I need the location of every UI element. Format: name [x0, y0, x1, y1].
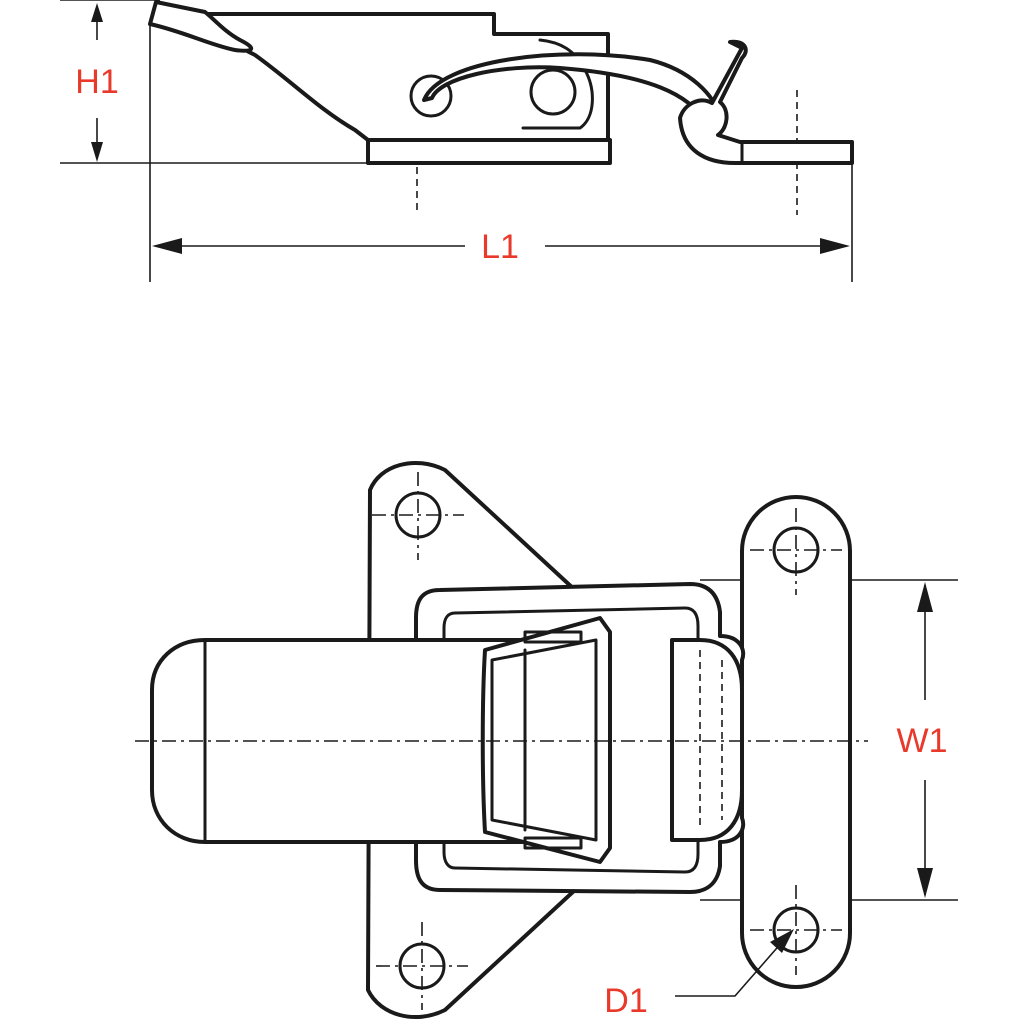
- side-view: H1 L1: [60, 0, 854, 282]
- housing-base-plate: [366, 138, 612, 165]
- pivot-circle: [529, 68, 577, 116]
- housing-body: [206, 12, 610, 142]
- strike-hole-top: [750, 508, 842, 595]
- lever-cap: [480, 616, 612, 864]
- bail-end: [670, 638, 744, 842]
- top-view: W1 D1: [135, 460, 958, 1020]
- mounting-hole-bottom: [376, 922, 468, 1010]
- height-dimension-label: H1: [75, 63, 118, 101]
- lever-handle: [148, 0, 254, 53]
- strike-keeper: [678, 39, 854, 165]
- loop-pin: [409, 74, 453, 118]
- mounting-hole-top: [372, 472, 464, 560]
- width-dimension-label: W1: [897, 722, 948, 760]
- hole-diameter-label: D1: [604, 982, 647, 1020]
- strike-hole-bottom: [750, 885, 842, 975]
- length-dimension-label: L1: [481, 228, 519, 266]
